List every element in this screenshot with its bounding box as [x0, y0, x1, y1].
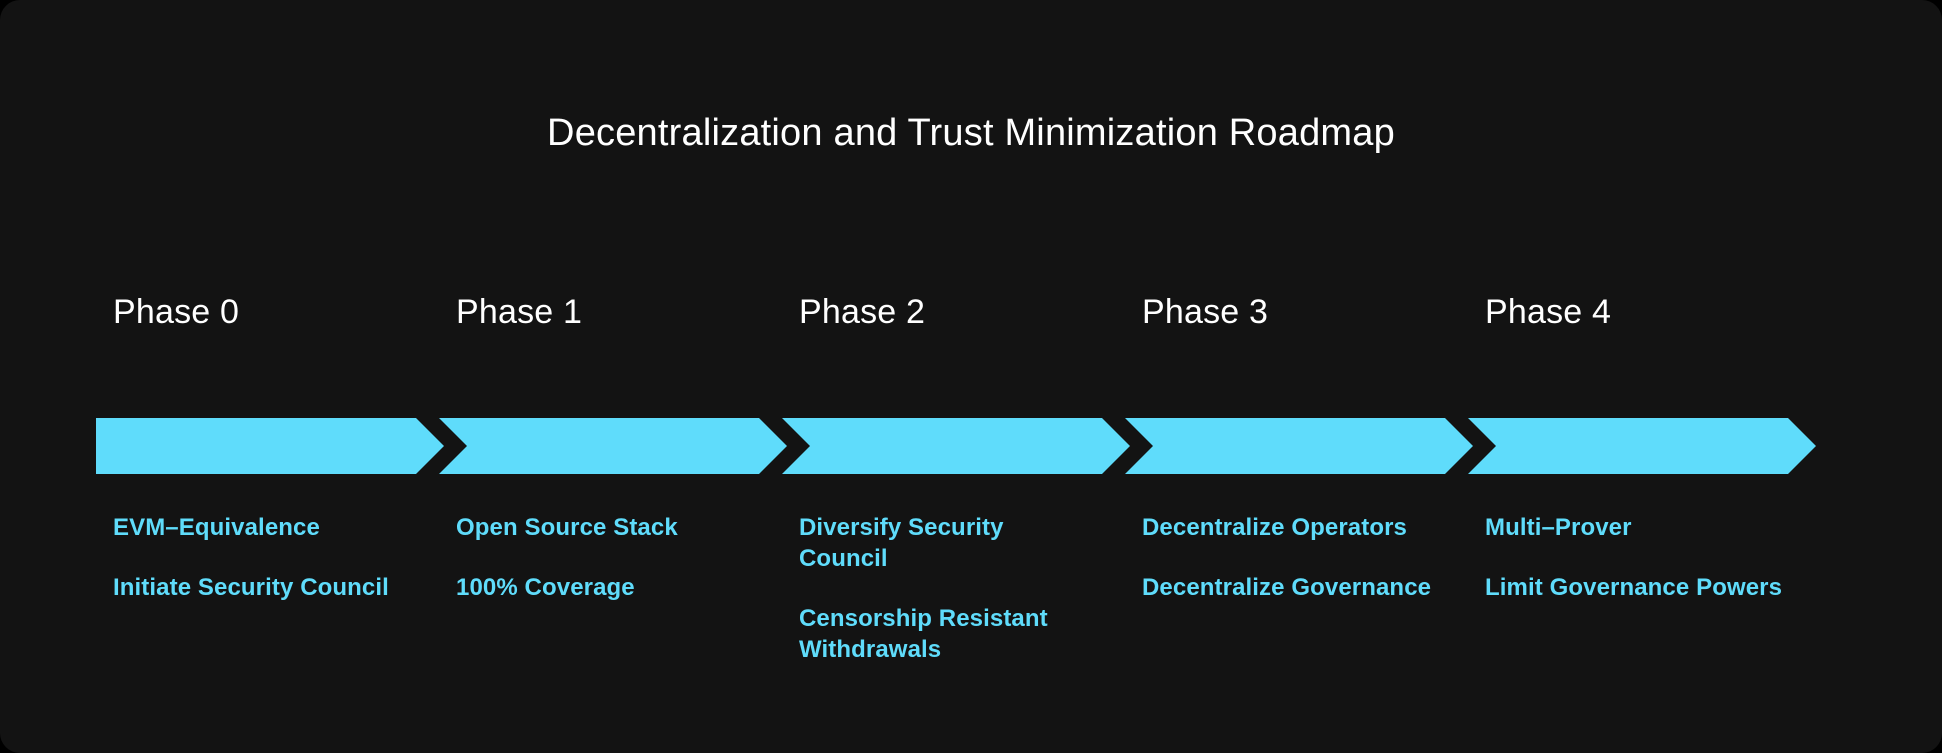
phase-label-0: Phase 0	[113, 293, 240, 331]
phase-items-4: Multi–Prover Limit Governance Powers	[1485, 512, 1785, 632]
phase-label-3: Phase 3	[1142, 293, 1269, 331]
phase-column-4: Phase 4 Multi–Prover Limit Governance Po…	[1468, 0, 1816, 753]
phase-item: Decentralize Operators	[1142, 514, 1407, 541]
phase-arrow-2	[782, 418, 1130, 474]
phase-item: Censorship Resistant Withdrawals	[799, 605, 1048, 663]
phase-label-1: Phase 1	[456, 293, 583, 331]
page-title: Decentralization and Trust Minimization …	[547, 112, 1395, 154]
phase-column-0: Phase 0 EVM–Equivalence Initiate Securit…	[96, 0, 444, 753]
phase-item: Limit Governance Powers	[1485, 574, 1783, 601]
phase-arrow-0	[96, 418, 444, 474]
phase-item: Multi–Prover	[1485, 514, 1632, 541]
phase-column-2: Phase 2 Diversify Security Council Censo…	[782, 0, 1130, 753]
phase-arrow-1	[439, 418, 787, 474]
phase-items-1: Open Source Stack 100% Coverage	[456, 512, 756, 632]
phase-item: Decentralize Governance	[1142, 574, 1432, 601]
phase-label-2: Phase 2	[799, 293, 926, 331]
phase-item: Initiate Security Council	[113, 574, 389, 601]
phase-column-3: Phase 3 Decentralize Operators Decentral…	[1125, 0, 1473, 753]
phase-item: 100% Coverage	[456, 574, 635, 601]
phase-arrow-3	[1125, 418, 1473, 474]
phase-items-2: Diversify Security Council Censorship Re…	[799, 512, 1099, 694]
phase-column-1: Phase 1 Open Source Stack 100% Coverage	[439, 0, 787, 753]
phase-items-3: Decentralize Operators Decentralize Gove…	[1142, 512, 1442, 632]
phase-item: EVM–Equivalence	[113, 514, 320, 541]
phase-items-0: EVM–Equivalence Initiate Security Counci…	[113, 512, 413, 632]
phase-arrow-4	[1468, 418, 1816, 474]
phase-item: Open Source Stack	[456, 514, 678, 541]
phase-item: Diversify Security Council	[799, 514, 1004, 572]
phase-label-4: Phase 4	[1485, 293, 1612, 331]
